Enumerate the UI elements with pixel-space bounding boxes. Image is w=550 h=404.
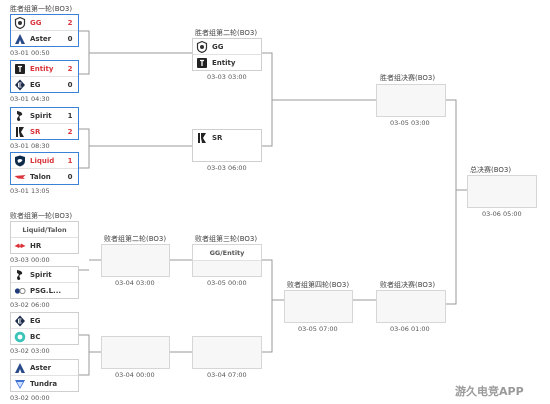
lower-r1-match-2[interactable]: Spirit PSG.L... [10, 266, 79, 299]
match-time: 03-04 00:00 [115, 371, 155, 379]
bc-logo-icon [14, 331, 26, 343]
match-time: 03-02 00:00 [10, 394, 50, 402]
team-score: 1 [67, 156, 73, 165]
match-time: 03-05 03:00 [390, 119, 430, 127]
upper-final-title: 胜者组决赛(BO3) [380, 74, 436, 82]
lower-r3-match-1[interactable]: GG/Entity [192, 244, 262, 277]
team-name: EG [30, 81, 41, 89]
match-time: 03-01 08:30 [10, 142, 50, 150]
team-name: GG [212, 42, 224, 51]
lower-round4-title: 败者组第四轮(BO3) [287, 281, 350, 289]
eg-logo-icon [14, 79, 26, 91]
watermark: 游久电竞APP [455, 385, 524, 398]
lower-r3-match-2[interactable] [192, 336, 262, 369]
upper-round2-title: 胜者组第二轮(BO3) [195, 29, 258, 37]
eg-logo-icon [14, 315, 26, 327]
match-time: 03-05 07:00 [298, 325, 338, 333]
team-score: 0 [67, 35, 73, 43]
upper-r1-match-2[interactable]: Entity 2 EG 0 [10, 60, 79, 93]
team-name: Talon [30, 173, 51, 181]
lower-r2-match-2[interactable] [101, 336, 170, 369]
team-name: SR [212, 134, 223, 142]
entity-logo-icon [14, 63, 26, 75]
team-score: 0 [67, 173, 73, 181]
team-score: 0 [67, 81, 73, 89]
lower-round2-title: 败者组第二轮(BO3) [104, 235, 167, 243]
team-score: 2 [67, 18, 73, 27]
match-time: 03-02 06:00 [10, 301, 50, 309]
match-time: 03-04 07:00 [207, 371, 247, 379]
gg-logo-icon [196, 40, 208, 53]
upper-r1-match-1[interactable]: GG 2 Aster 0 [10, 14, 79, 47]
team-score: 2 [67, 128, 73, 136]
liquid-logo-icon [14, 155, 26, 167]
match-time: 03-04 03:00 [115, 279, 155, 287]
team-name: HR [30, 242, 42, 250]
sr-logo-icon [196, 132, 208, 144]
gg-logo-icon [14, 16, 26, 29]
upper-r1-match-4[interactable]: Liquid 1 Talon 0 [10, 152, 79, 185]
match-time: 03-06 05:00 [482, 210, 522, 218]
slot-placeholder: Liquid/Talon [22, 225, 67, 234]
match-time: 03-03 06:00 [207, 164, 247, 172]
lower-round3-title: 败者组第三轮(BO3) [195, 235, 258, 243]
tundra-logo-icon [14, 378, 26, 390]
lower-round1-title: 败者组第一轮(BO3) [10, 212, 73, 220]
team-score: 1 [67, 111, 73, 120]
match-time: 03-01 04:30 [10, 95, 50, 103]
grand-final-match[interactable] [467, 175, 537, 208]
talon-logo-icon [14, 171, 26, 183]
lower-r2-match-1[interactable] [101, 244, 170, 277]
lower-r4-match[interactable] [284, 290, 353, 323]
aster-logo-icon [14, 33, 26, 45]
upper-r1-match-3[interactable]: Spirit 1 SR 2 [10, 107, 79, 140]
upper-final-match[interactable] [376, 84, 446, 117]
upper-round1-title: 胜者组第一轮(BO3) [10, 5, 73, 13]
team-name: Spirit [30, 270, 52, 279]
lower-final-match[interactable] [376, 290, 446, 323]
grand-final-title: 总决赛(BO3) [470, 166, 512, 174]
slot-placeholder: GG/Entity [209, 248, 245, 257]
team-name: Entity [30, 64, 54, 73]
lower-r1-match-3[interactable]: EG BC [10, 312, 79, 345]
upper-r2-match-2[interactable]: SR [192, 129, 262, 162]
sr-logo-icon [14, 126, 26, 138]
team-name: EG [30, 316, 41, 325]
spirit-logo-icon [14, 110, 26, 122]
team-name: Aster [30, 35, 52, 43]
match-time: 03-06 01:00 [390, 325, 430, 333]
match-time: 03-03 00:00 [10, 256, 50, 264]
team-name: Entity [212, 59, 236, 67]
match-time: 03-03 03:00 [207, 73, 247, 81]
match-time: 03-01 00:50 [10, 49, 50, 57]
match-time: 03-02 03:00 [10, 347, 50, 355]
lower-r1-match-1[interactable]: Liquid/Talon HR [10, 221, 79, 254]
team-name: BC [30, 333, 41, 341]
match-time: 03-01 13:05 [10, 187, 50, 195]
psg-lgd-logo-icon [14, 285, 26, 297]
team-name: Liquid [30, 156, 55, 165]
team-name: PSG.L... [30, 287, 62, 295]
hr-logo-icon [14, 240, 26, 252]
lower-final-title: 败者组决赛(BO3) [380, 281, 436, 289]
team-name: Aster [30, 363, 52, 372]
spirit-logo-icon [14, 269, 26, 281]
team-name: Tundra [30, 380, 58, 388]
team-name: Spirit [30, 111, 52, 120]
team-name: GG [30, 18, 42, 27]
team-name: SR [30, 128, 41, 136]
aster-logo-icon [14, 362, 26, 374]
team-score: 2 [67, 64, 73, 73]
entity-logo-icon [196, 57, 208, 69]
upper-r2-match-1[interactable]: GG Entity [192, 38, 262, 71]
lower-r1-match-4[interactable]: Aster Tundra [10, 359, 79, 392]
match-time: 03-05 00:00 [207, 279, 247, 287]
